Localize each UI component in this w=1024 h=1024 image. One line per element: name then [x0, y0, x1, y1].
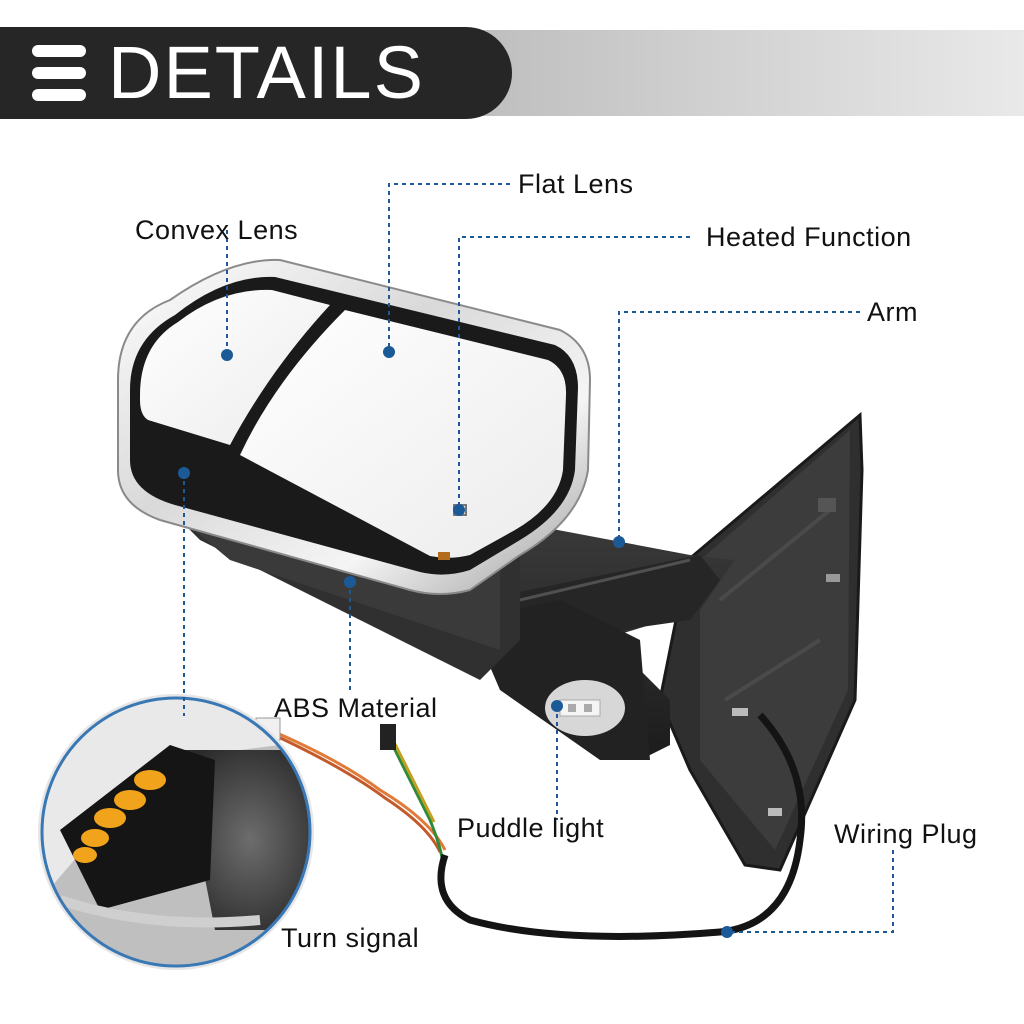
label-arm: Arm: [867, 297, 918, 327]
mount-base: [658, 411, 864, 872]
label-turn-signal: Turn signal: [281, 923, 420, 953]
turn-signal-amber: [73, 770, 166, 863]
label-abs-material: ABS Material: [274, 693, 438, 723]
turn-signal-inset: [38, 694, 314, 970]
label-wiring-plug: Wiring Plug: [834, 819, 978, 849]
leader-dots: [178, 346, 625, 712]
page-title: DETAILS: [108, 31, 425, 114]
label-heated-function: Heated Function: [706, 222, 912, 252]
label-puddle-light: Puddle light: [457, 813, 605, 843]
wiring-harness: [255, 712, 806, 940]
label-convex-lens: Convex Lens: [135, 215, 299, 245]
menu-icon: [32, 45, 86, 101]
leader-lines: [183, 183, 894, 933]
label-flat-lens: Flat Lens: [518, 169, 634, 199]
puddle-light: [545, 680, 625, 736]
mirror-head: [117, 258, 592, 595]
